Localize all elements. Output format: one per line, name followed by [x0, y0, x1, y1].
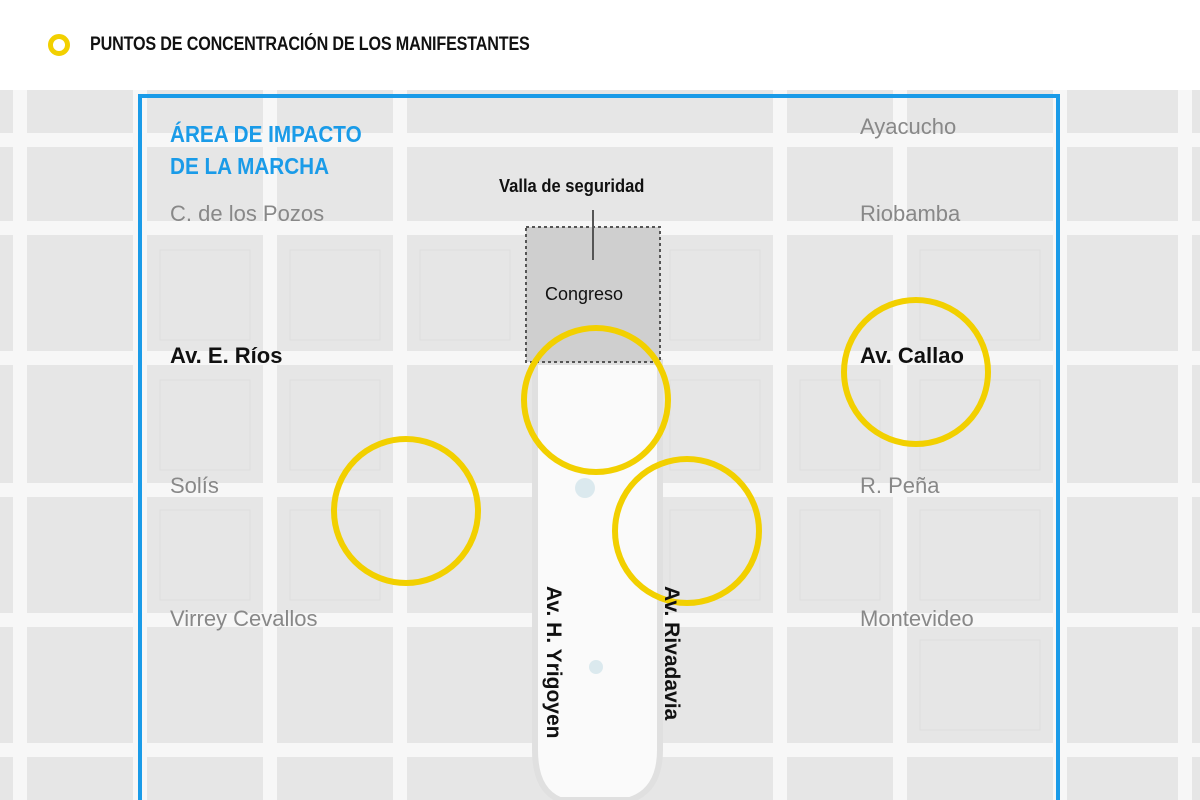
impact-area-border	[138, 94, 1060, 800]
map-title: ÁREA DE IMPACTO DE LA MARCHA	[170, 118, 362, 182]
street-label-montevideo: Montevideo	[860, 606, 974, 631]
street-label-callao: Av. Callao	[860, 343, 964, 368]
street-label-riobamba: Riobamba	[860, 201, 961, 226]
legend: PUNTOS DE CONCENTRACIÓN DE LOS MANIFESTA…	[48, 30, 607, 60]
map: ÁREA DE IMPACTO DE LA MARCHA Valla de se…	[0, 90, 1200, 800]
fountain	[589, 660, 603, 674]
map-base	[0, 90, 1200, 800]
concentration-point-congreso	[521, 325, 671, 475]
fence-label: Valla de seguridad	[499, 176, 645, 196]
concentration-point-rivadavia	[612, 456, 762, 606]
street-label-rivadavia: Av. Rivadavia	[660, 586, 683, 721]
building-outlines	[159, 249, 1041, 731]
street-label-rios: Av. E. Ríos	[170, 343, 283, 368]
fountain	[575, 478, 595, 498]
street-label-cevallos: Virrey Cevallos	[170, 606, 318, 631]
concentration-point-callao	[841, 297, 991, 447]
street-label-pena: R. Peña	[860, 473, 940, 498]
congreso-label: Congreso	[545, 284, 624, 304]
map-title-line2: DE LA MARCHA	[170, 153, 330, 179]
street-label-ayacucho: Ayacucho	[860, 114, 957, 139]
concentration-point-legend-icon	[48, 34, 70, 56]
map-title-line1: ÁREA DE IMPACTO	[170, 121, 362, 147]
street-label-yrigoyen: Av. H. Yrigoyen	[542, 586, 565, 739]
concentration-point-solis	[331, 436, 481, 586]
street-label-pozos: C. de los Pozos	[170, 201, 325, 226]
legend-label: PUNTOS DE CONCENTRACIÓN DE LOS MANIFESTA…	[90, 34, 530, 55]
street-label-solis: Solís	[170, 473, 219, 498]
